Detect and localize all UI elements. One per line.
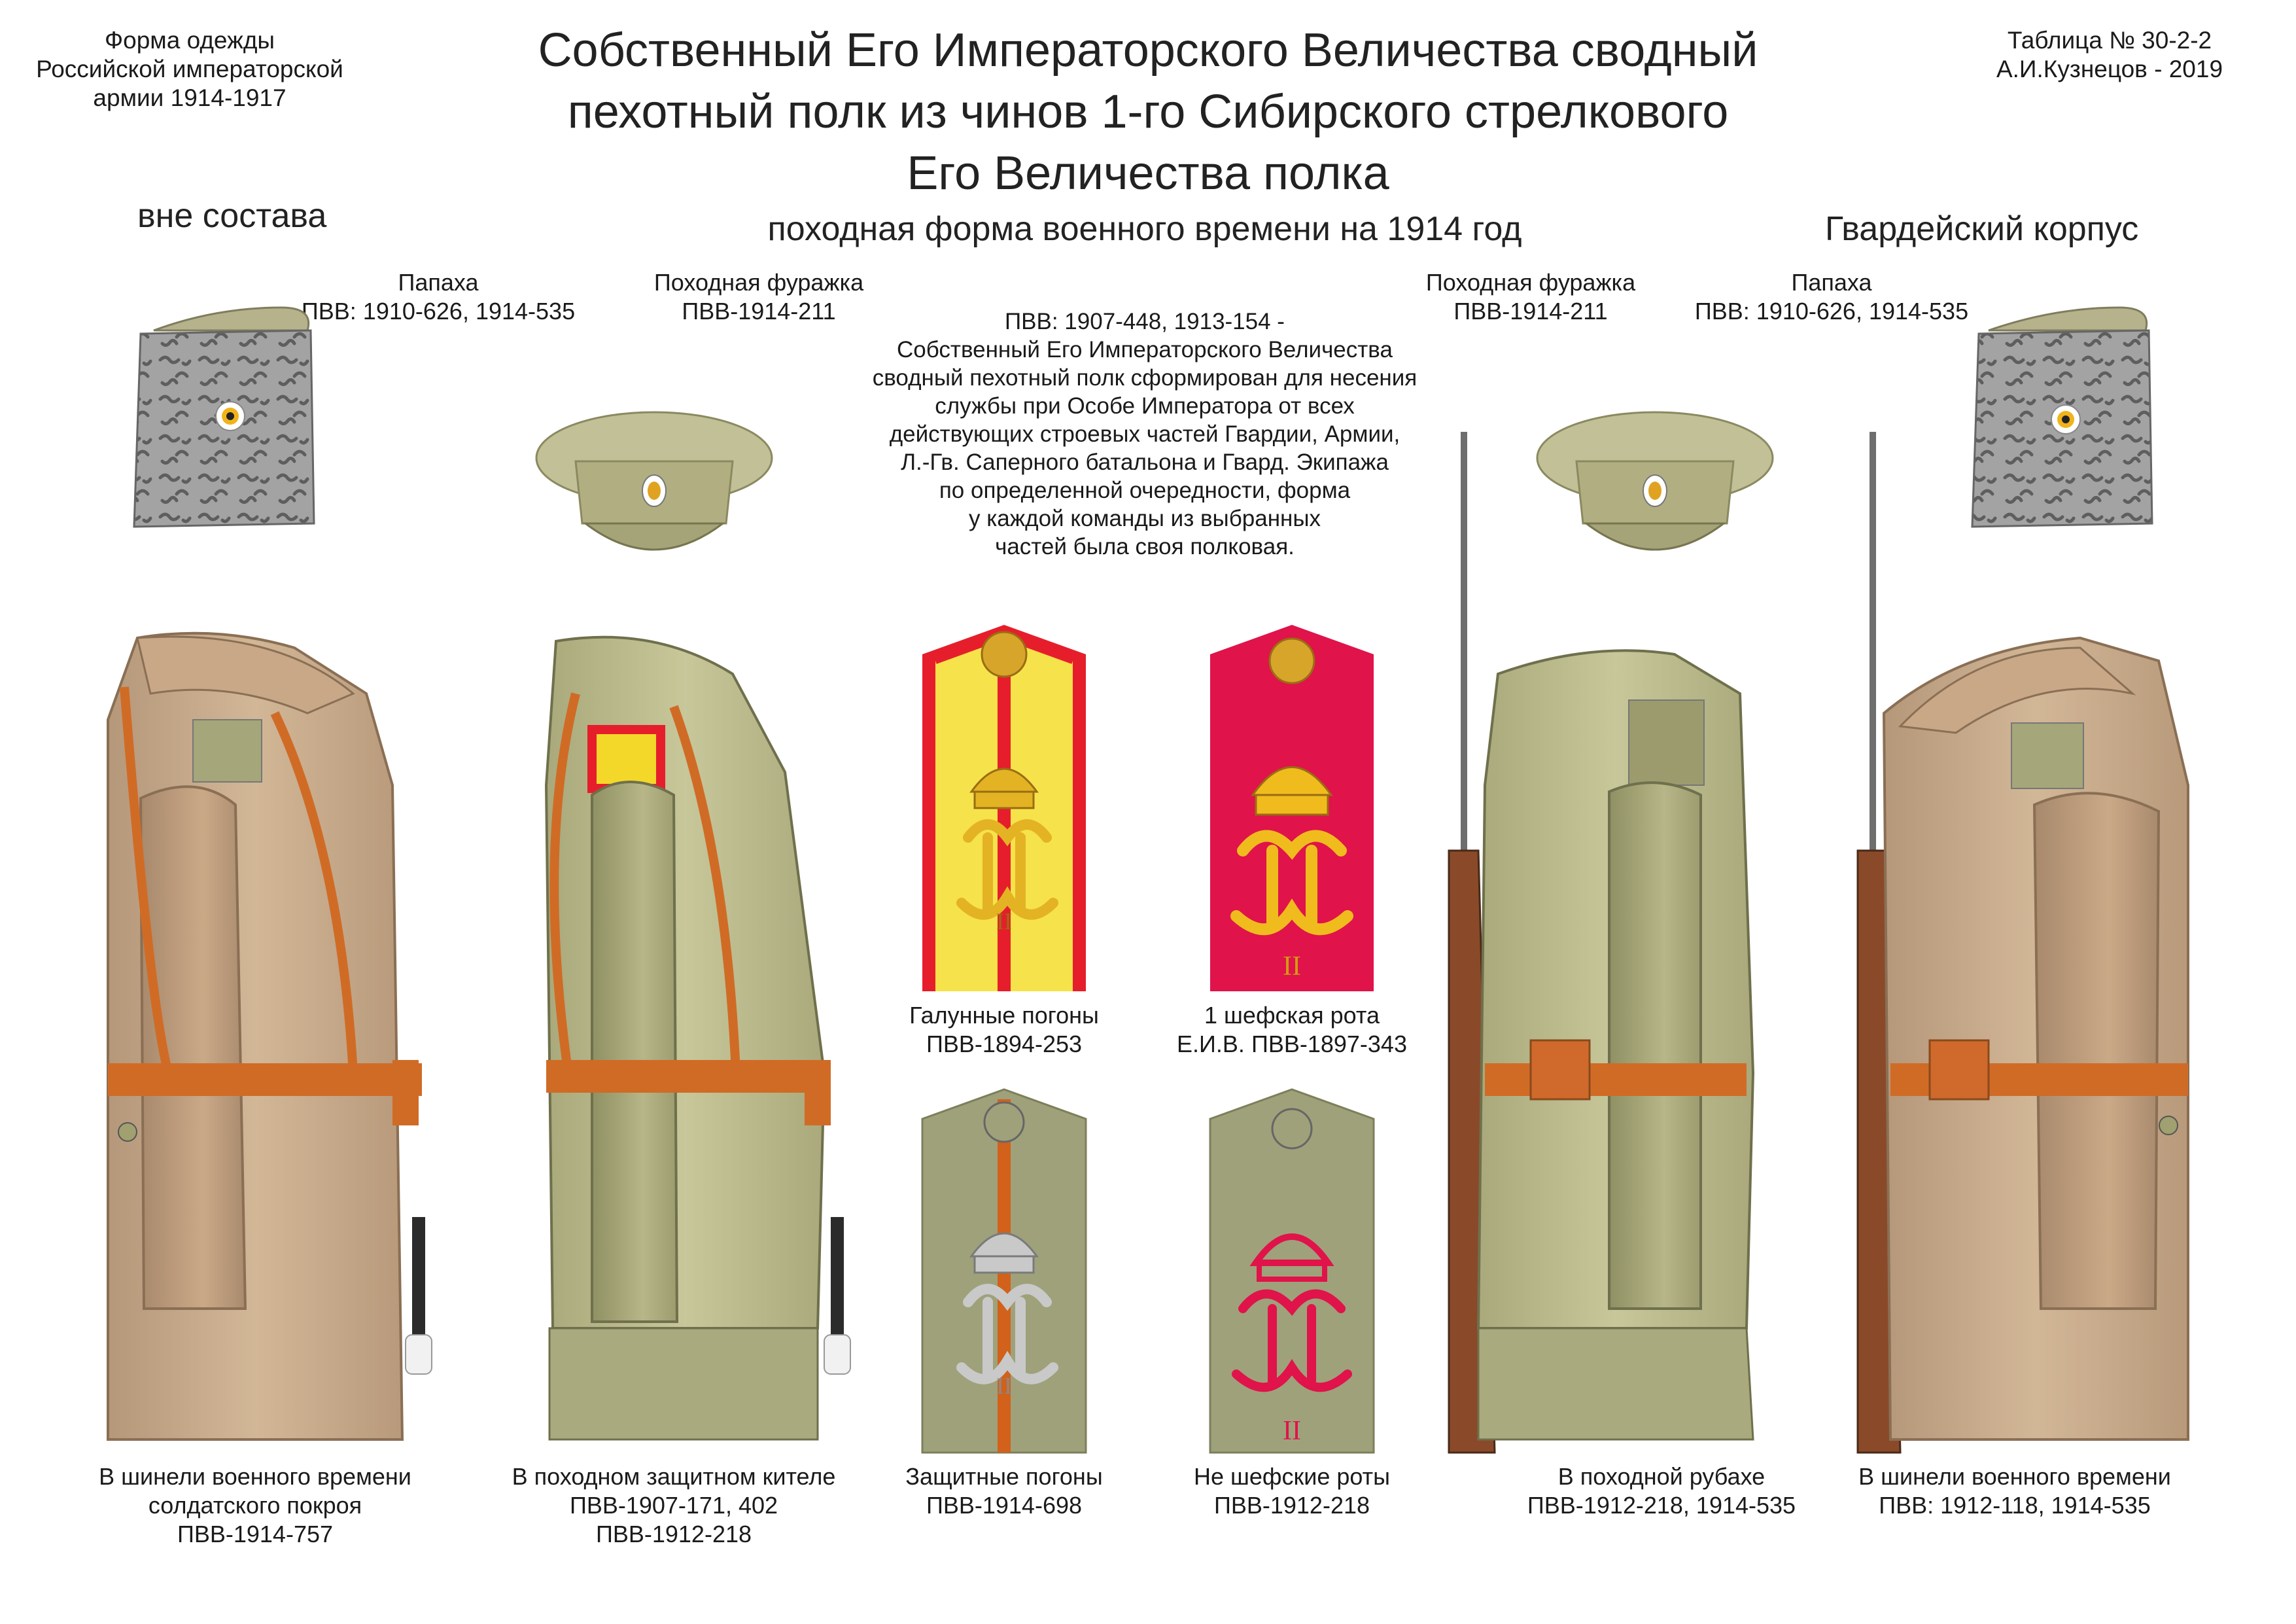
monogram-numeral: II: [996, 908, 1012, 934]
caption-line: солдатского покроя: [148, 1492, 362, 1519]
figure-caption-2: В походном защитном кителе ПВВ-1907-171,…: [478, 1462, 870, 1549]
caption-line: В походной рубахе: [1557, 1463, 1765, 1490]
header-right-block: Таблица № 30-2-2 А.И.Кузнецов - 2019: [1949, 26, 2270, 84]
caption-line: ПВВ: 1910-626, 1914-535: [301, 298, 576, 325]
shoulder-board-chef: [1210, 625, 1374, 991]
figure-caption-1: В шинели военного времени солдатского по…: [65, 1462, 445, 1549]
monogram-numeral: II: [1283, 951, 1301, 981]
board-caption-non-chef: Не шефские роты ПВВ-1912-218: [1158, 1462, 1426, 1520]
note-line: Л.-Гв. Саперного батальона и Гвард. Экип…: [901, 450, 1389, 475]
header-left-line: армии 1914-1917: [93, 84, 287, 111]
note-line: у каждой команды из выбранных: [968, 506, 1321, 531]
figure-field-tunic: [544, 635, 851, 1441]
shoulder-board-non-chef: [1209, 1088, 1375, 1454]
left-subtitle: вне состава: [137, 197, 327, 235]
note-line: Собственный Его Императорского Величеств…: [897, 337, 1393, 362]
header-left-line: Форма одежды: [104, 27, 275, 54]
monogram-numeral: II: [996, 1373, 1012, 1399]
monogram-numeral: II: [1283, 1416, 1301, 1446]
caption-line: Папаха: [1791, 269, 1872, 296]
caption-line: Галунные погоны: [909, 1002, 1099, 1029]
note-line: ПВВ: 1907-448, 1913-154 -: [1005, 309, 1285, 334]
board-caption-protective: Защитные погоны ПВВ-1914-698: [873, 1462, 1135, 1520]
title-line: Собственный Его Императорского Величеств…: [538, 24, 1758, 77]
note-line: сводный пехотный полк сформирован для не…: [872, 365, 1418, 391]
table-number: Таблица № 30-2-2: [2007, 27, 2212, 54]
caption-line: ПВВ-1912-218, 1914-535: [1527, 1492, 1796, 1519]
caption-line: В шинели военного времени: [1858, 1463, 2171, 1490]
note-line: службы при Особе Императора от всех: [935, 393, 1355, 419]
caption-line: Походная фуражка: [653, 269, 864, 296]
caption-line: ПВВ-1914-757: [177, 1521, 334, 1547]
header-left-block: Форма одежды Российской императорской ар…: [26, 26, 353, 113]
center-subtitle: походная форма военного времени на 1914 …: [767, 210, 1522, 248]
caption-line: ПВВ-1914-211: [1453, 298, 1608, 325]
figure-greatcoat-left: [107, 631, 432, 1441]
figure-caption-3: В походной рубахе ПВВ-1912-218, 1914-535: [1472, 1462, 1851, 1520]
caption-line: ПВВ-1912-218: [595, 1521, 752, 1547]
right-subtitle: Гвардейский корпус: [1825, 210, 2139, 248]
figure-greatcoat-right: [1856, 432, 2189, 1454]
shoulder-board-protective: [921, 1088, 1087, 1454]
board-caption-chef: 1 шефская рота Е.И.В. ПВВ-1897-343: [1158, 1001, 1426, 1059]
note-line: частей была своя полковая.: [995, 534, 1295, 559]
papakha-right: [1971, 306, 2153, 528]
headgear-caption-1: Папаха ПВВ: 1910-626, 1914-535: [268, 268, 608, 326]
regiment-note: ПВВ: 1907-448, 1913-154 - Собственный Ег…: [798, 308, 1491, 561]
caption-line: Папаха: [398, 269, 479, 296]
headgear-caption-2: Походная фуражка ПВВ-1914-211: [621, 268, 896, 326]
caption-line: ПВВ-1914-211: [682, 298, 836, 325]
headgear-caption-3: Походная фуражка ПВВ-1914-211: [1393, 268, 1668, 326]
note-line: действующих строевых частей Гвардии, Арм…: [889, 421, 1400, 447]
title-line: пехотный полк из чинов 1-го Сибирского с…: [567, 86, 1729, 138]
shoulder-board-galloon: [922, 625, 1086, 991]
papakha-left: [133, 306, 315, 528]
caption-line: 1 шефская рота: [1204, 1002, 1380, 1029]
field-cap-right: [1536, 411, 1774, 551]
field-cap-left: [535, 411, 773, 551]
caption-line: ПВВ-1912-218: [1213, 1492, 1370, 1519]
caption-line: ПВВ-1907-171, 402: [569, 1492, 778, 1519]
figure-field-shirt: [1448, 432, 1755, 1454]
caption-line: В шинели военного времени: [99, 1463, 411, 1490]
note-line: по определенной очередности, форма: [939, 478, 1351, 503]
caption-line: ПВВ: 1912-118, 1914-535: [1879, 1492, 2151, 1519]
board-caption-galloon: Галунные погоны ПВВ-1894-253: [873, 1001, 1135, 1059]
page-title: Собственный Его Императорского Величеств…: [406, 20, 1890, 204]
caption-line: В походном защитном кителе: [512, 1463, 836, 1490]
caption-line: ПВВ: 1910-626, 1914-535: [1694, 298, 1969, 325]
header-left-line: Российской императорской: [36, 56, 343, 82]
caption-line: Не шефские роты: [1193, 1463, 1391, 1490]
caption-line: Е.И.В. ПВВ-1897-343: [1177, 1031, 1407, 1057]
caption-line: ПВВ-1914-698: [926, 1492, 1083, 1519]
caption-line: ПВВ-1894-253: [926, 1031, 1083, 1057]
figure-caption-4: В шинели военного времени ПВВ: 1912-118,…: [1825, 1462, 2204, 1520]
caption-line: Защитные погоны: [905, 1463, 1103, 1490]
headgear-caption-4: Папаха ПВВ: 1910-626, 1914-535: [1661, 268, 2002, 326]
title-line: Его Величества полка: [907, 147, 1389, 200]
caption-line: Походная фуражка: [1425, 269, 1636, 296]
author-line: А.И.Кузнецов - 2019: [1996, 56, 2223, 82]
